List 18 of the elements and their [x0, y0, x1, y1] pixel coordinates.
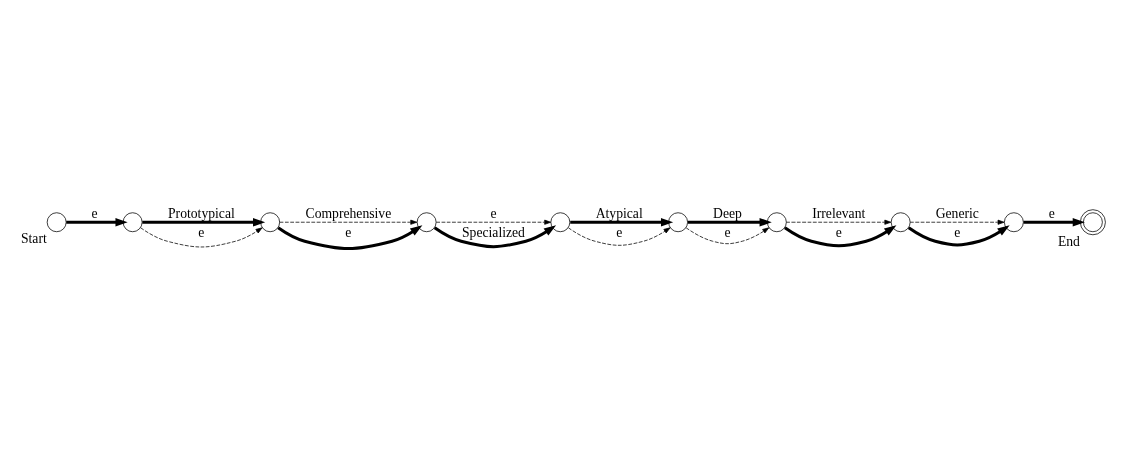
edge-label: Deep — [713, 205, 742, 221]
edge-label: Specialized — [462, 224, 525, 240]
edge-label: Comprehensive — [305, 205, 392, 221]
edge-label: e — [954, 224, 961, 240]
node-label: Start — [20, 230, 47, 246]
edge-label: Generic — [935, 205, 979, 221]
edge-label: e — [345, 224, 352, 240]
edge-label: e — [1048, 205, 1055, 221]
edge-label: e — [835, 224, 842, 240]
edge-label: e — [198, 224, 205, 240]
node-label: End — [1057, 233, 1080, 249]
edge-label: e — [724, 224, 731, 240]
edge-label: e — [91, 205, 98, 221]
edge-label: e — [490, 205, 497, 221]
edge-label: Prototypical — [168, 205, 235, 221]
edge-label: e — [616, 224, 623, 240]
edge-label: Atypical — [595, 205, 643, 221]
edge-label: Irrelevant — [812, 205, 866, 221]
